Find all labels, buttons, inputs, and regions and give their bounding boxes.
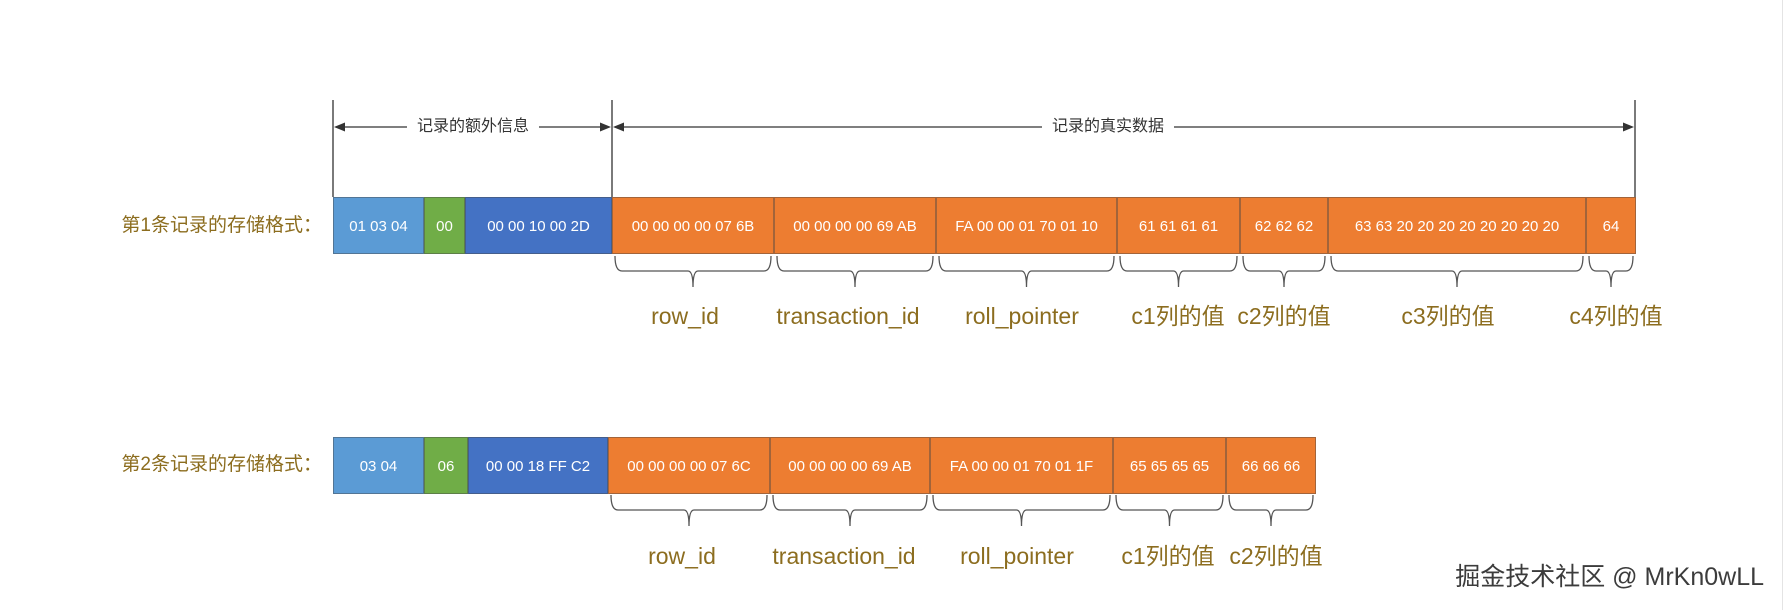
- field-brace: [610, 494, 768, 527]
- record-2-label: 第2条记录的存储格式：: [121, 454, 322, 475]
- record-1-data-cell: 00 00 00 00 07 6B: [612, 197, 774, 254]
- record-2-field-c1: c1列的值: [1121, 543, 1215, 569]
- field-brace: [772, 494, 928, 527]
- record-2-header-cell: 00 00 18 FF C2: [468, 437, 608, 494]
- record-1-data-cell: 61 61 61 61: [1117, 197, 1240, 254]
- field-brace: [1115, 494, 1224, 527]
- record-1-field-c3: c3列的值: [1401, 303, 1495, 329]
- record-1-data-cell: FA 00 00 01 70 01 10: [936, 197, 1117, 254]
- record-1-field-transaction-id: transaction_id: [776, 303, 920, 329]
- field-brace: [776, 255, 934, 288]
- record-2-field-row-id: row_id: [648, 543, 716, 569]
- extra-info-left-arrowhead: [334, 122, 345, 132]
- field-braces: [610, 255, 1634, 527]
- field-brace: [1228, 494, 1314, 527]
- field-brace: [932, 494, 1111, 527]
- record-2-data-cell: 66 66 66: [1226, 437, 1316, 494]
- record-1-null-list-cell: 00: [424, 197, 465, 254]
- record-1-field-c2: c2列的值: [1237, 303, 1331, 329]
- record-2-data-cell: FA 00 00 01 70 01 1F: [930, 437, 1113, 494]
- watermark: 掘金技术社区 @ MrKn0wLL: [1455, 563, 1764, 591]
- real-data-left-arrowhead: [613, 122, 624, 132]
- record-2-varlen-list-cell: 03 04: [333, 437, 424, 494]
- record-2-data-cell: 65 65 65 65: [1113, 437, 1226, 494]
- field-brace: [938, 255, 1115, 288]
- real-data-label: 记录的真实数据: [1041, 116, 1175, 138]
- record-1-data-cell: 00 00 00 00 69 AB: [774, 197, 936, 254]
- record-1-data-cell: 64: [1586, 197, 1636, 254]
- record-1-field-row-id: row_id: [651, 303, 719, 329]
- record-1-label: 第1条记录的存储格式：: [121, 215, 322, 236]
- record-1-varlen-list-cell: 01 03 04: [333, 197, 424, 254]
- record-1-field-c1: c1列的值: [1131, 303, 1225, 329]
- extra-info-right-arrowhead: [600, 122, 611, 132]
- record-1-field-roll-pointer: roll_pointer: [965, 303, 1079, 329]
- record-2-data-cell: 00 00 00 00 69 AB: [770, 437, 930, 494]
- field-brace: [1330, 255, 1584, 288]
- field-brace: [1242, 255, 1326, 288]
- record-1-header-cell: 00 00 10 00 2D: [465, 197, 612, 254]
- field-brace: [614, 255, 772, 288]
- field-brace: [1119, 255, 1238, 288]
- real-data-right-arrowhead: [1623, 122, 1634, 132]
- record-2-field-c2: c2列的值: [1229, 543, 1323, 569]
- field-brace: [1588, 255, 1634, 288]
- record-1-data-cell: 63 63 20 20 20 20 20 20 20 20: [1328, 197, 1586, 254]
- record-2-null-list-cell: 06: [424, 437, 468, 494]
- record-1-field-c4: c4列的值: [1569, 303, 1663, 329]
- record-2-field-roll-pointer: roll_pointer: [960, 543, 1074, 569]
- extra-info-label: 记录的额外信息: [406, 116, 540, 138]
- record-2-data-cell: 00 00 00 00 07 6C: [608, 437, 770, 494]
- record-2-field-transaction-id: transaction_id: [772, 543, 916, 569]
- record-1-data-cell: 62 62 62: [1240, 197, 1328, 254]
- image-edge-line: [1782, 0, 1783, 610]
